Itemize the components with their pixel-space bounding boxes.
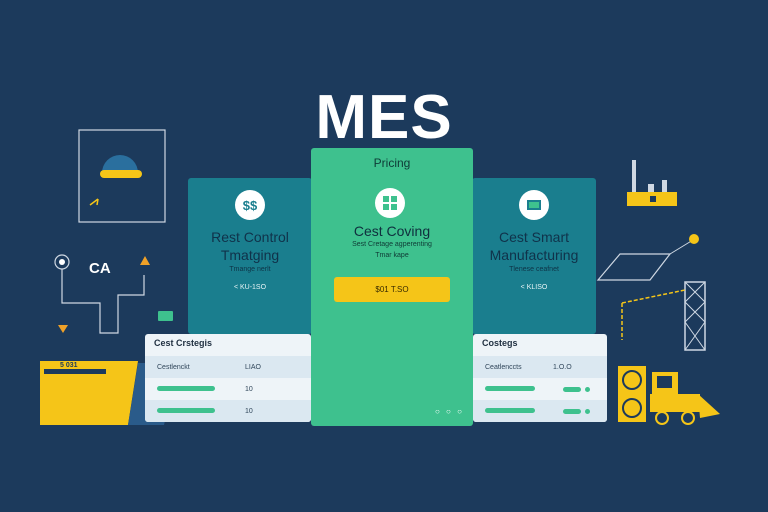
card-subtitle-line1: Sest Cretage agperenting [352, 241, 432, 248]
lamp-light [100, 170, 142, 178]
progress-bar [485, 385, 535, 391]
crane-lattice [684, 281, 706, 351]
card-subtitle-line2: Tmar kape [375, 252, 409, 259]
wheel-icon [655, 411, 669, 425]
table-row [473, 400, 607, 422]
row-label: Ceatlenccts [485, 363, 522, 371]
grid-icon [375, 188, 405, 218]
table-row [473, 378, 607, 400]
row-value: LIAO [245, 363, 261, 371]
table-header: Costegs [482, 338, 518, 348]
select-plan-button[interactable]: $01 T.SO [334, 277, 450, 302]
costs-table-right: Costegs Ceatlenccts 1.O.O [473, 334, 607, 422]
arrow-icon [89, 198, 99, 206]
card-title: Cest Coving [353, 223, 431, 239]
card-subtitle: Tlenese ceafnet [509, 266, 559, 273]
card-title-line1: Rest Control [211, 229, 289, 245]
row-value: 1.O.O [553, 363, 572, 371]
connector-line [61, 265, 145, 334]
table-row: Ceatlenccts 1.O.O [473, 356, 607, 378]
card-price: < KU-1SO [233, 284, 267, 291]
costs-table-left: Cest Crstegis Cestlenckt LIAO 10 10 [145, 334, 311, 422]
table-row: 10 [145, 400, 311, 422]
connector [669, 239, 694, 255]
decor-label: CA [89, 260, 111, 277]
progress-bar [485, 407, 535, 413]
gear-icon [622, 370, 642, 390]
building-block [40, 361, 138, 425]
card-price: < KLISO [520, 284, 548, 291]
bulldozer-blade [698, 394, 720, 418]
ticker-label: 5 031 [60, 362, 78, 369]
progress-bar-small [563, 408, 581, 414]
document-icon [519, 190, 549, 220]
dollar-icon: $$ [235, 190, 265, 220]
machine-block [618, 366, 646, 422]
pricing-card-smart-manufacturing: Cest Smart Manufacturing Tlenese ceafnet… [472, 178, 596, 334]
pricing-header: Pricing [373, 156, 411, 170]
card-title-line2: Manufacturing [489, 247, 579, 263]
table-row: Cestlenckt LIAO [145, 356, 311, 378]
wheel-icon-2 [681, 411, 695, 425]
window [650, 196, 656, 202]
chimney-small-2 [662, 180, 667, 192]
row-label: Cestlenckt [157, 363, 190, 371]
chat-icon [158, 311, 173, 321]
progress-bar-small [563, 386, 581, 392]
bulldozer-window [657, 376, 672, 388]
status-dot [585, 386, 590, 392]
page-title: MES [315, 83, 453, 152]
pagination-dots[interactable]: ○ ○ ○ [435, 407, 464, 416]
pricing-card-rest-control: $$ Rest Control Tmatging Tmange nerlt < … [188, 178, 312, 334]
frame-outline [78, 129, 166, 223]
progress-bar [157, 385, 215, 391]
bulldozer-body [650, 394, 700, 412]
crane-arm [621, 289, 686, 304]
ticker-strip [44, 369, 106, 374]
status-dot [585, 408, 590, 414]
chimney [632, 160, 636, 192]
warning-icon [140, 256, 150, 265]
gear-icon-2 [622, 398, 642, 418]
floor-plane [596, 253, 672, 281]
card-title-line1: Cest Smart [498, 229, 569, 245]
coin-icon [689, 234, 699, 244]
table-row: 10 [145, 378, 311, 400]
crane-tower [684, 281, 706, 351]
triangle-icon [58, 325, 68, 333]
row-value: 10 [245, 385, 253, 393]
progress-bar [157, 407, 215, 413]
lamp-icon [102, 155, 138, 173]
node-core [59, 259, 65, 265]
row-value: 10 [245, 407, 253, 415]
right-decor-illustration [596, 160, 720, 425]
chimney-small [648, 184, 654, 192]
table-header: Cest Crstegis [154, 338, 213, 348]
card-subtitle: Tmange nerlt [229, 266, 271, 273]
card-title-line2: Tmatging [220, 247, 280, 263]
